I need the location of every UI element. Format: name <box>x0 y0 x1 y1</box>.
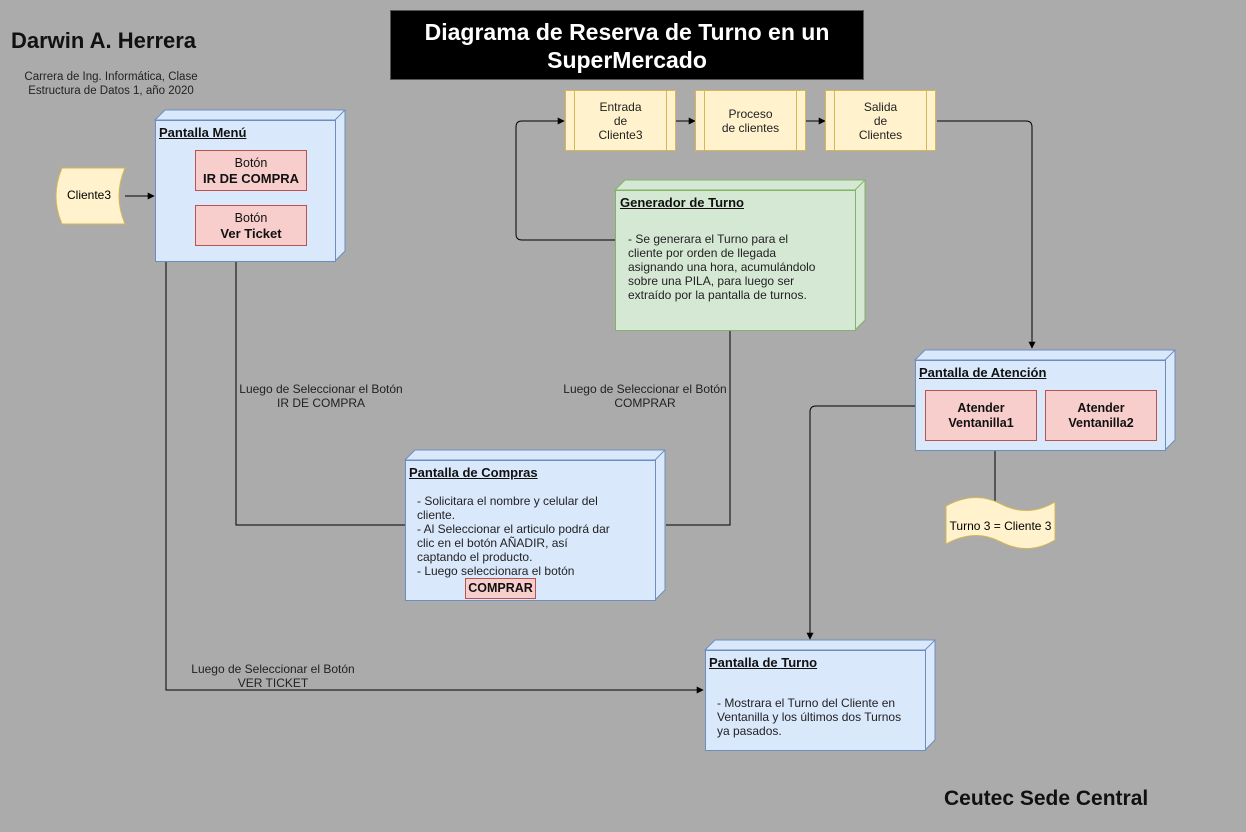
atencion-title: Pantalla de Atención <box>919 365 1047 380</box>
generador-turno-node[interactable]: Generador de Turno - Se generara el Turn… <box>615 190 856 331</box>
comprar-label-2: COMPRAR <box>614 396 676 410</box>
entrada-cliente-process[interactable]: Entrada de Cliente3 <box>565 90 676 151</box>
edge-menu-turno <box>165 261 704 694</box>
ver-ticket-top: Botón <box>234 210 268 225</box>
compras-line-6: - Luego seleccionara el botón <box>417 564 575 578</box>
ir-de-compra-button[interactable]: Botón IR DE COMPRA <box>195 150 307 191</box>
turno-description: - Mostrara el Turno del Cliente en Venta… <box>717 696 901 738</box>
turno-title: Pantalla de Turno <box>709 655 818 670</box>
edge-label-ver-ticket: Luego de Seleccionar el Botón VER TICKET <box>178 662 368 690</box>
compras-line-2: cliente. <box>417 508 456 522</box>
turno-line-3: ya pasados. <box>717 724 782 738</box>
salida-clientes-process[interactable]: Salida de Clientes <box>825 90 936 151</box>
menu-title: Pantalla Menú <box>159 125 247 140</box>
comprar-label-1: Luego de Seleccionar el Botón <box>563 382 727 396</box>
generador-line-2: cliente por orden de llegada <box>628 246 777 260</box>
title-line-1: Diagrama de Reserva de Turno en un <box>424 19 830 45</box>
compras-line-1: - Solicitara el nombre y celular del <box>417 494 598 508</box>
comprar-button[interactable]: COMPRAR <box>465 578 536 599</box>
compras-line-4: clic en el botón AÑADIR, así <box>417 536 568 550</box>
pantalla-atencion-node[interactable]: Pantalla de Atención Atender Ventanilla1… <box>915 360 1166 451</box>
edge-label-ir-compra: Luego de Seleccionar el Botón IR DE COMP… <box>226 382 416 410</box>
compras-line-3: - Al Seleccionar el articulo podrá dar <box>417 522 610 536</box>
edge-salida-atencion <box>937 120 1036 349</box>
edge-generador-entrada <box>515 117 616 241</box>
atender-ventanilla2-button[interactable]: Atender Ventanilla2 <box>1045 390 1157 441</box>
salida-line-2: de <box>873 113 888 128</box>
entrada-line-1: Entrada <box>599 99 642 114</box>
compras-title: Pantalla de Compras <box>409 465 538 480</box>
ventanilla2-line-2: Ventanilla2 <box>1068 415 1134 430</box>
footer-text: Ceutec Sede Central <box>944 787 1149 810</box>
turno-doc-label: Turno 3 = Cliente 3 <box>949 519 1052 533</box>
pantalla-menu-node[interactable]: Pantalla Menú Botón IR DE COMPRA Botón V… <box>155 120 336 262</box>
generador-title: Generador de Turno <box>620 195 744 210</box>
turno-line-1: - Mostrara el Turno del Cliente en <box>717 696 896 710</box>
proceso-clientes-process[interactable]: Proceso de clientes <box>695 90 806 151</box>
generador-description: - Se generara el Turno para el cliente p… <box>628 232 815 302</box>
generador-line-4: sobre una PILA, para luego ser <box>628 274 795 288</box>
ver-ticket-button[interactable]: Botón Ver Ticket <box>195 205 307 246</box>
ver-ticket-label-2: VER TICKET <box>237 676 309 690</box>
career-line-1: Carrera de Ing. Informática, Clase <box>24 71 198 83</box>
diagram-title: Diagrama de Reserva de Turno en un Super… <box>390 10 864 80</box>
generador-line-5: extraído por la pantalla de turnos. <box>628 288 807 302</box>
ver-ticket-bottom: Ver Ticket <box>220 225 282 241</box>
ventanilla1-line-2: Ventanilla1 <box>948 415 1014 430</box>
ir-de-compra-top: Botón <box>234 155 268 170</box>
ir-compra-label-1: Luego de Seleccionar el Botón <box>239 382 403 396</box>
entrada-line-3: Cliente3 <box>598 127 643 142</box>
cliente-shape <box>55 167 126 225</box>
salida-line-1: Salida <box>863 99 898 114</box>
generador-line-1: - Se generara el Turno para el <box>628 232 789 246</box>
edge-atencion-turno <box>806 405 916 640</box>
edge-compras-generador <box>666 331 731 526</box>
title-line-2: SuperMercado <box>547 47 707 73</box>
pantalla-compras-node[interactable]: Pantalla de Compras - Solicitara el nomb… <box>405 460 656 601</box>
generador-line-3: asignando una hora, acumulándolo <box>628 260 816 274</box>
ventanilla1-line-1: Atender <box>957 400 1005 415</box>
salida-line-3: Clientes <box>858 127 903 142</box>
edge-menu-compras <box>235 261 405 526</box>
turno-doc-shape <box>945 497 1056 549</box>
career-line-2: Estructura de Datos 1, año 2020 <box>28 85 194 97</box>
author-name: Darwin A. Herrera <box>11 28 197 53</box>
ir-de-compra-bottom: IR DE COMPRA <box>202 170 300 186</box>
edge-label-comprar: Luego de Seleccionar el Botón COMPRAR <box>550 382 740 410</box>
ir-compra-label-2: IR DE COMPRA <box>276 396 365 410</box>
proceso-line-2: de clientes <box>721 120 780 135</box>
ver-ticket-label-1: Luego de Seleccionar el Botón <box>191 662 355 676</box>
pantalla-turno-node[interactable]: Pantalla de Turno - Mostrara el Turno de… <box>705 650 926 751</box>
compras-description: - Solicitara el nombre y celular del cli… <box>417 494 610 578</box>
entrada-line-2: de <box>613 113 628 128</box>
career-text: Carrera de Ing. Informática, Clase Estru… <box>14 70 208 98</box>
cliente-label: Cliente3 <box>66 188 112 202</box>
ventanilla2-line-1: Atender <box>1077 400 1125 415</box>
turno-line-2: Ventanilla y los últimos dos Turnos <box>717 710 902 724</box>
proceso-line-1: Proceso <box>728 106 773 121</box>
compras-line-5: captando el producto. <box>417 550 533 564</box>
atender-ventanilla1-button[interactable]: Atender Ventanilla1 <box>925 390 1037 441</box>
